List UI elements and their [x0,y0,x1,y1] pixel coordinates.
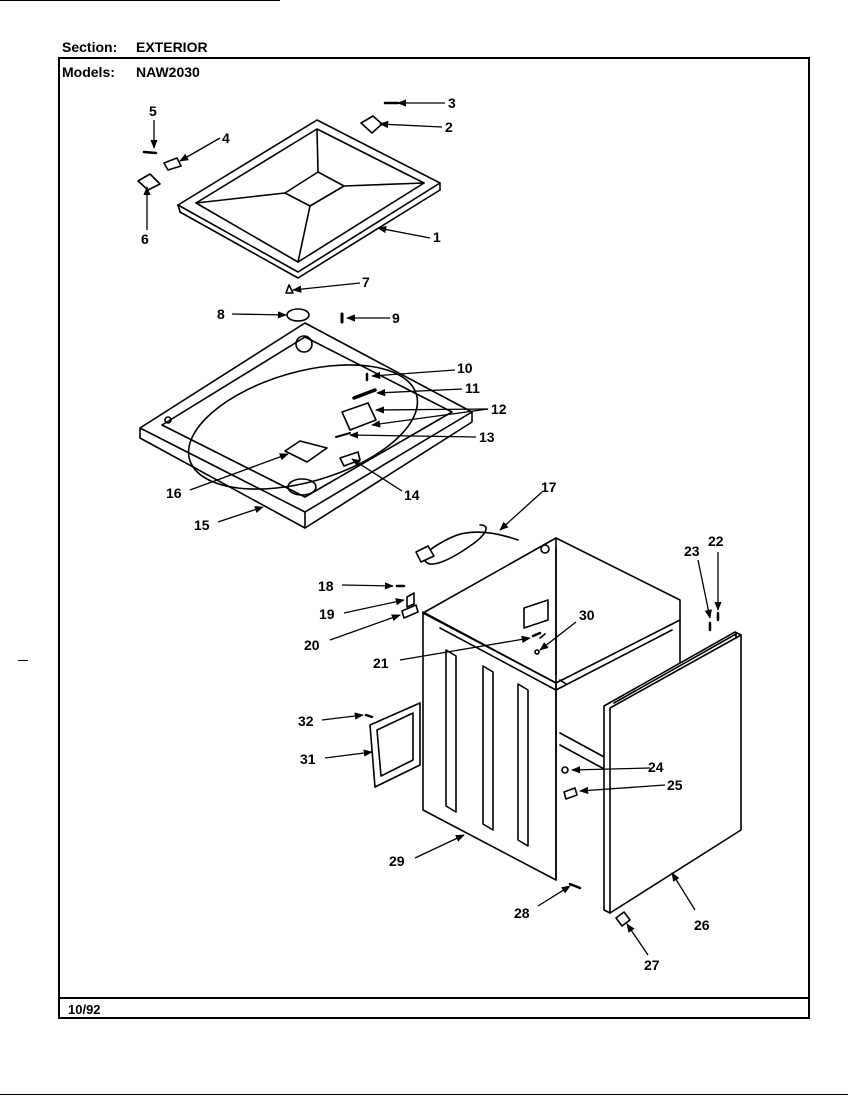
part-screw-32 [364,713,374,719]
part-fastener-24 [561,766,569,774]
callout-31: 31 [300,751,316,767]
part-cabinet [422,537,681,881]
callout-16: 16 [166,485,182,501]
footer-date: 10/92 [68,1002,101,1017]
callout-20: 20 [304,637,320,653]
callout-18: 18 [318,578,334,594]
section-key: Section: [62,39,118,55]
callout-9: 9 [392,310,400,326]
callout-3: 3 [448,95,456,111]
callout-12: 12 [491,401,507,417]
part-bumper-7 [285,284,294,294]
scan-line-bottom [0,1094,848,1095]
callout-6: 6 [141,231,149,247]
part-glide-27 [615,911,631,927]
part-power-cord [415,524,519,565]
section-value: EXTERIOR [136,39,208,55]
callout-4: 4 [222,130,230,146]
callout-2: 2 [445,119,453,135]
part-hinge-pin-5 [142,150,158,155]
part-gasket-8 [286,308,310,322]
callout-30: 30 [579,607,595,623]
callout-28: 28 [514,905,530,921]
callout-25: 25 [667,777,683,793]
callout-labels: 1 2 3 4 5 6 7 8 9 10 11 12 13 14 15 16 1… [141,95,724,973]
footer-rule [60,997,808,999]
callout-10: 10 [457,360,473,376]
part-hinge-25 [563,787,578,800]
part-plate-20 [401,604,419,619]
callout-1: 1 [433,229,441,245]
part-hinge-4 [163,157,182,171]
part-screw-28 [568,882,582,890]
models-heading: Models: NAW2030 [62,64,200,80]
part-agitator-cap-16 [284,440,328,463]
callout-5: 5 [149,103,157,119]
callout-29: 29 [389,853,405,869]
section-heading: Section: EXTERIOR [62,39,208,55]
part-clip-19 [406,592,415,608]
models-value: NAW2030 [136,64,200,80]
callout-19: 19 [319,606,335,622]
models-key: Models: [62,64,115,80]
callout-13: 13 [479,429,495,445]
leader-lines [143,99,722,956]
part-hinge-2 [360,115,383,134]
part-lid-switch-12 [341,402,377,431]
part-access-panel [369,702,421,788]
scan-mark-left [18,660,28,661]
diagram-frame: 10/92 [58,57,810,1019]
callout-8: 8 [217,306,225,322]
callout-21: 21 [373,655,389,671]
part-clip-21 [531,631,542,638]
callout-26: 26 [694,917,710,933]
callout-24: 24 [648,759,664,775]
callout-27: 27 [644,957,660,973]
callout-11: 11 [465,380,480,396]
callout-14: 14 [404,487,420,503]
part-hinge-6 [137,173,161,191]
part-top-panel [139,322,473,529]
callout-15: 15 [194,517,210,533]
callout-22: 22 [708,533,724,549]
part-spring-11 [352,388,377,400]
part-bracket-13 [335,432,351,438]
part-screw-30 [534,649,540,655]
callout-32: 32 [298,713,314,729]
part-top-lid [177,119,441,279]
part-front-panel [603,631,742,914]
callout-17: 17 [541,479,557,495]
callout-7: 7 [362,274,370,290]
callout-23: 23 [684,543,700,559]
scan-line-top [0,0,280,1]
